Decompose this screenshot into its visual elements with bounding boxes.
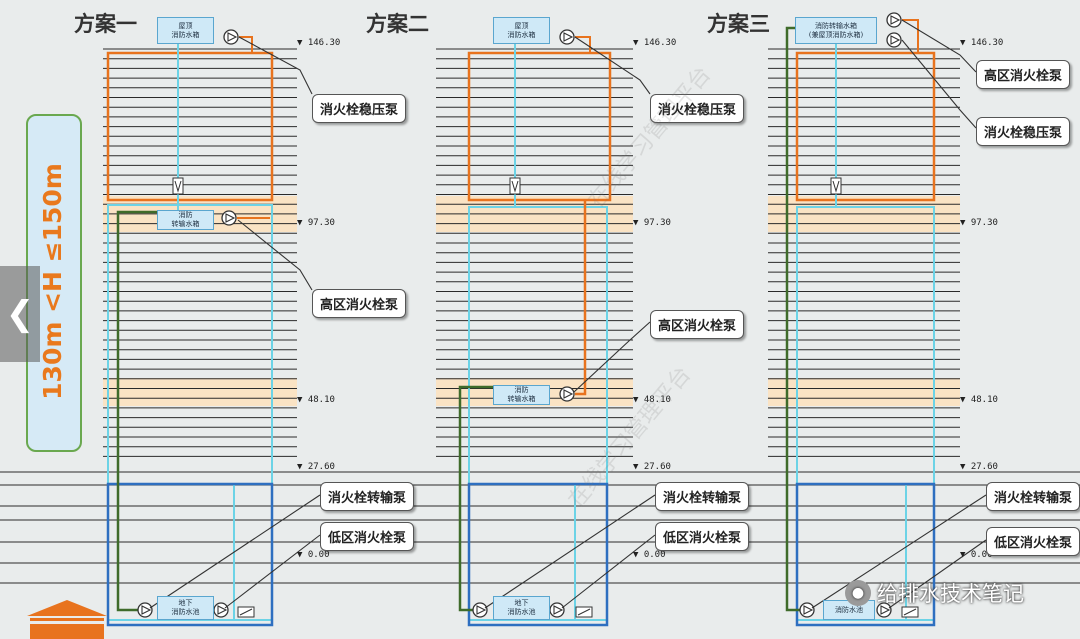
transfer-pipe bbox=[785, 26, 812, 612]
scheme-title: 方案三 bbox=[707, 12, 770, 36]
elevation-label: ▼ 27.60 bbox=[297, 462, 335, 472]
high-zone-ring-main bbox=[467, 51, 612, 202]
refuge-floor-band bbox=[103, 378, 297, 406]
height-range-label: 130m <H ≤150m bbox=[37, 162, 67, 400]
valve-icon bbox=[830, 177, 842, 195]
pump-icon bbox=[886, 32, 902, 48]
pump-icon bbox=[799, 602, 815, 618]
valve-mark bbox=[511, 180, 519, 193]
callout-transfer-pump: 消火栓转输泵 bbox=[320, 482, 415, 511]
callout-leader bbox=[811, 494, 987, 609]
pump-icon bbox=[549, 602, 565, 618]
pump-icon bbox=[213, 602, 229, 618]
pump-icon bbox=[876, 602, 892, 618]
callout-leader bbox=[561, 534, 656, 609]
logo-icon bbox=[27, 600, 107, 639]
elevation-label: ▼ 48.10 bbox=[633, 395, 671, 405]
callout-stabilizer-pump: 消火栓稳压泵 bbox=[650, 94, 745, 123]
callout-low-zone-pump: 低区消火栓泵 bbox=[986, 527, 1080, 556]
brand-name: 给排水技术笔记 bbox=[877, 582, 1024, 606]
elevation-label: ▼ 48.10 bbox=[960, 395, 998, 405]
valve-mark bbox=[832, 180, 840, 193]
callout-leader bbox=[901, 19, 977, 73]
callout-stabilizer-pump: 消火栓稳压泵 bbox=[976, 117, 1071, 146]
callout-low-zone-pump: 低区消火栓泵 bbox=[320, 522, 415, 551]
roof-fire-tank: 屋顶消防水箱 bbox=[493, 17, 550, 44]
low-zone-supply-pipe bbox=[107, 204, 273, 621]
callout-transfer-pump: 消火栓转输泵 bbox=[655, 482, 750, 511]
scheme-title: 方案二 bbox=[366, 12, 429, 36]
high-zone-riser bbox=[575, 200, 587, 396]
high-zone-ring-main bbox=[795, 51, 936, 202]
pump-icon bbox=[559, 386, 575, 402]
elevation-label: ▼ 27.60 bbox=[960, 462, 998, 472]
flow-meter-mark bbox=[903, 608, 917, 616]
transfer-pipe bbox=[116, 210, 157, 612]
pump-icon bbox=[221, 210, 237, 226]
callout-leader bbox=[888, 539, 987, 609]
callout-transfer-pump: 消火栓转输泵 bbox=[986, 482, 1080, 511]
low-zone-ring-main bbox=[106, 482, 274, 627]
low-zone-ring-main bbox=[467, 482, 609, 627]
elevation-label: ▼ 0.00 bbox=[633, 550, 666, 560]
callout-high-zone-pump: 高区消火栓泵 bbox=[312, 289, 407, 318]
elevation-label: ▼ 0.00 bbox=[960, 550, 993, 560]
elevation-label: ▼ 97.30 bbox=[297, 218, 335, 228]
pump-icon bbox=[559, 29, 575, 45]
elevation-label: ▼ 0.00 bbox=[297, 550, 330, 560]
callout-leader bbox=[573, 321, 651, 393]
valve-icon bbox=[172, 177, 184, 195]
callout-low-zone-pump: 低区消火栓泵 bbox=[655, 522, 750, 551]
callout-leader bbox=[238, 36, 313, 95]
flow-meter-mark bbox=[239, 608, 253, 616]
roof-transfer-tank: 消防转输水箱(兼屋顶消防水箱) bbox=[795, 17, 877, 44]
pump-icon bbox=[223, 29, 239, 45]
pump-icon bbox=[137, 602, 153, 618]
callout-leader bbox=[901, 39, 977, 129]
transfer-tank: 消防转输水箱 bbox=[157, 210, 214, 230]
stabilizer-discharge-pipe bbox=[239, 36, 253, 53]
roof-fire-tank: 屋顶消防水箱 bbox=[157, 17, 214, 44]
flow-meter-mark bbox=[577, 608, 591, 616]
transfer-tank: 消防转输水箱 bbox=[493, 385, 550, 405]
elevation-label: ▼ 146.30 bbox=[297, 38, 341, 48]
elevation-label: ▼ 97.30 bbox=[960, 218, 998, 228]
callout-leader bbox=[224, 534, 321, 609]
elevation-label: ▼ 146.30 bbox=[960, 38, 1004, 48]
pump-icon bbox=[886, 12, 902, 28]
transfer-pipe bbox=[458, 385, 493, 612]
elevation-label: ▼ 97.30 bbox=[633, 218, 671, 228]
valve-icon bbox=[509, 177, 521, 195]
basement-fire-pool: 地下消防水池 bbox=[157, 596, 214, 620]
pump-icon bbox=[472, 602, 488, 618]
low-zone-supply-pipe bbox=[796, 206, 935, 621]
callout-leader bbox=[237, 219, 313, 291]
callout-high-zone-pump: 高区消火栓泵 bbox=[976, 60, 1071, 89]
elevation-label: ▼ 146.30 bbox=[633, 38, 677, 48]
high-zone-ring-main bbox=[106, 51, 274, 202]
stabilizer-discharge-pipe bbox=[575, 36, 591, 53]
high-zone-discharge bbox=[902, 19, 919, 53]
callout-leader bbox=[484, 494, 656, 609]
low-zone-ring-main bbox=[795, 482, 936, 627]
elevation-label: ▼ 48.10 bbox=[297, 395, 335, 405]
refuge-floor-band bbox=[768, 378, 960, 406]
valve-mark bbox=[174, 180, 182, 193]
basement-fire-pool: 地下消防水池 bbox=[493, 596, 550, 620]
callout-high-zone-pump: 高区消火栓泵 bbox=[650, 310, 745, 339]
scheme-title: 方案一 bbox=[74, 12, 137, 36]
low-zone-supply-pipe bbox=[468, 206, 608, 621]
wechat-icon: ● bbox=[845, 580, 871, 606]
elevation-label: ▼ 27.60 bbox=[633, 462, 671, 472]
callout-stabilizer-pump: 消火栓稳压泵 bbox=[312, 94, 407, 123]
brand-watermark: ● 给排水技术笔记 bbox=[845, 578, 1024, 608]
callout-leader bbox=[574, 36, 651, 95]
callout-leader bbox=[149, 494, 321, 609]
chevron-left-icon[interactable]: ❮ bbox=[0, 266, 40, 362]
